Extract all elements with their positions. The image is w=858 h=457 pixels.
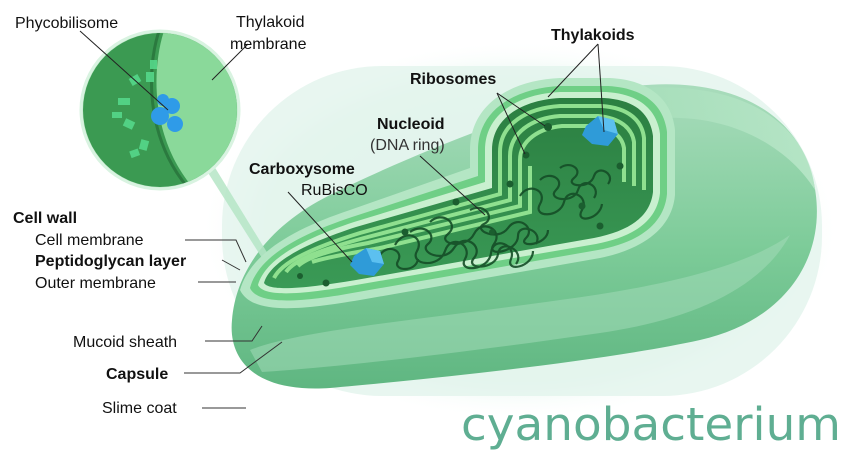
diagram-title: cyanobacterium [461,398,841,451]
label-phycobilisome: Phycobilisome [15,15,118,32]
label-cell-wall: Cell wall [13,210,77,227]
label-outer-membrane: Outer membrane [35,275,156,292]
label-thylakoids: Thylakoids [551,27,635,44]
label-cell-membrane: Cell membrane [35,232,144,249]
label-ribosomes: Ribosomes [410,71,496,88]
label-nucleoid: Nucleoid [377,116,445,133]
label-rubisco: RuBisCO [301,182,368,199]
label-carboxysome: Carboxysome [249,161,355,178]
label-slime-coat: Slime coat [102,400,177,417]
label-capsule: Capsule [106,366,168,383]
label-mucoid-sheath: Mucoid sheath [73,334,177,351]
label-thylakoid-membrane-1: Thylakoid [236,14,304,31]
label-dna-ring: (DNA ring) [370,137,445,154]
label-thylakoid-membrane-2: membrane [230,36,307,53]
label-peptidoglycan-layer: Peptidoglycan layer [35,253,186,270]
